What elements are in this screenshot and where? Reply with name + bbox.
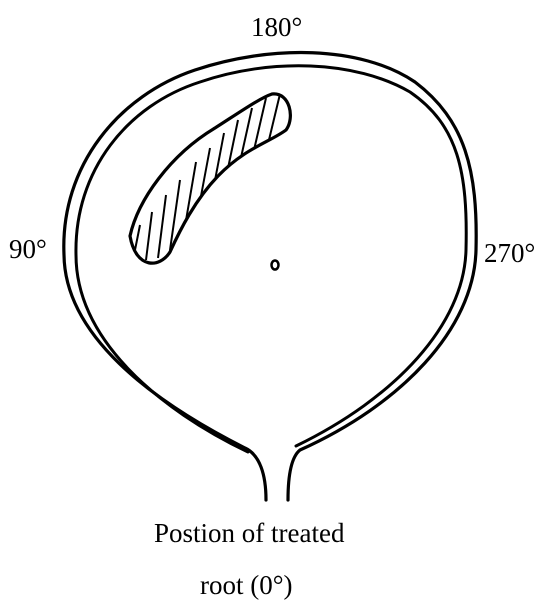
outer-root-outline bbox=[64, 53, 476, 500]
lesion-outline bbox=[130, 94, 290, 263]
lesion-hatching bbox=[134, 94, 280, 260]
hatched-lesion bbox=[130, 94, 290, 263]
angle-label-270: 270° bbox=[484, 240, 535, 267]
caption-line-1: Postion of treated bbox=[154, 520, 344, 547]
caption-line-2: root (0°) bbox=[200, 572, 293, 599]
inner-root-outline bbox=[76, 66, 466, 452]
angle-label-90: 90° bbox=[9, 236, 47, 263]
root-canal-marker bbox=[272, 261, 279, 270]
angle-label-180: 180° bbox=[251, 14, 302, 41]
